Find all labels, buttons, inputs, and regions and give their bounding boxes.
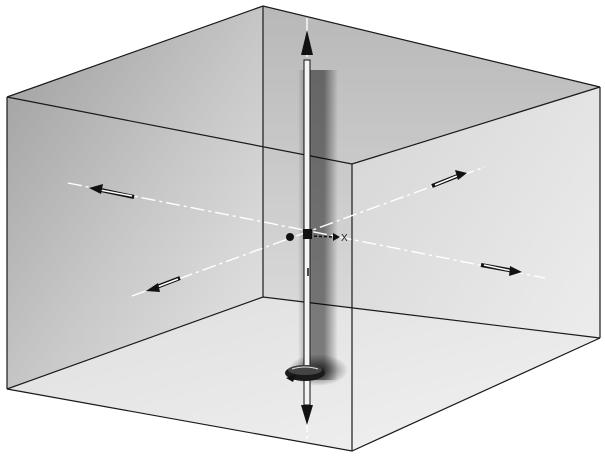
left-wall (7, 6, 263, 389)
triad-x-axis (308, 235, 337, 238)
base-disk[interactable] (285, 365, 325, 382)
arrow-left-icon (89, 184, 103, 194)
arrow-down-icon (301, 405, 313, 425)
arrow-right-icon (509, 266, 522, 276)
origin-point-icon (286, 233, 294, 241)
handle-shaft-highlight (99, 189, 133, 197)
axis-label-x: X (341, 233, 348, 244)
bottom-front-edge (6, 337, 601, 452)
arrow-up-icon (301, 30, 313, 55)
handle-arrow-left-lower[interactable] (146, 276, 181, 292)
handle-shaft-highlight (156, 278, 179, 288)
arrow-right-icon (455, 170, 467, 180)
arrow-left-icon (146, 283, 160, 292)
handle-shaft-highlight (483, 264, 513, 272)
origin-block (303, 229, 312, 239)
triad-x-arrow-icon (333, 233, 340, 241)
base-disk-highlight (291, 366, 319, 370)
handle-arrow-left-upper[interactable] (89, 184, 135, 199)
bottom-back-edge (6, 296, 601, 390)
handle-shaft-highlight (434, 175, 458, 186)
base-disk-pointer-icon (286, 374, 296, 382)
origin-triad[interactable]: X (286, 229, 348, 276)
handle-arrow-right-upper[interactable] (431, 170, 467, 188)
handle-arrow-right-lower[interactable] (480, 263, 522, 276)
